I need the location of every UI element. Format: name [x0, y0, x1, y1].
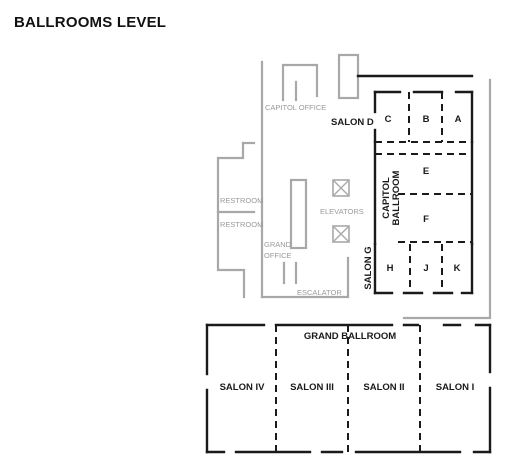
salon-e-label: E: [423, 166, 429, 177]
elevator-bottom-icon: [332, 225, 350, 243]
salon-f-label: F: [423, 214, 429, 225]
salon-b-label: B: [423, 114, 430, 125]
elevators-label: ELEVATORS: [320, 207, 364, 216]
elevator-top-icon: [332, 179, 350, 197]
salon-ii-label: SALON II: [363, 382, 404, 393]
capitol-ballroom-label-2: BALLROOM: [391, 170, 402, 225]
salon-i-label: SALON I: [436, 382, 475, 393]
salon-g-label: SALON G: [363, 246, 374, 289]
salon-d-label: SALON D: [331, 117, 374, 128]
capitol-ballroom-walls: [356, 74, 474, 295]
salon-h-label: H: [387, 263, 394, 274]
grand-office-label-2: OFFICE: [264, 251, 292, 260]
restroom-label-1: RESTROOM: [220, 196, 263, 205]
restroom-label-2: RESTROOM: [220, 220, 263, 229]
salon-c-label: C: [385, 114, 392, 125]
salon-iv-label: SALON IV: [220, 382, 266, 393]
salon-a-label: A: [455, 114, 462, 125]
capitol-office-label: CAPITOL OFFICE: [265, 103, 326, 112]
grand-office-label-1: GRAND: [264, 240, 292, 249]
grand-ballroom-label: GRAND BALLROOM: [304, 331, 396, 342]
capitol-ballroom-label-1: CAPITOL: [381, 177, 392, 219]
salon-iii-label: SALON III: [290, 382, 334, 393]
grand-ballroom-walls: [205, 323, 492, 454]
service-area-walls: [216, 53, 492, 320]
salon-j-label: J: [423, 263, 428, 274]
escalator-label: ESCALATOR: [297, 288, 342, 297]
page-title: BALLROOMS LEVEL: [14, 14, 166, 31]
salon-k-label: K: [454, 263, 461, 274]
